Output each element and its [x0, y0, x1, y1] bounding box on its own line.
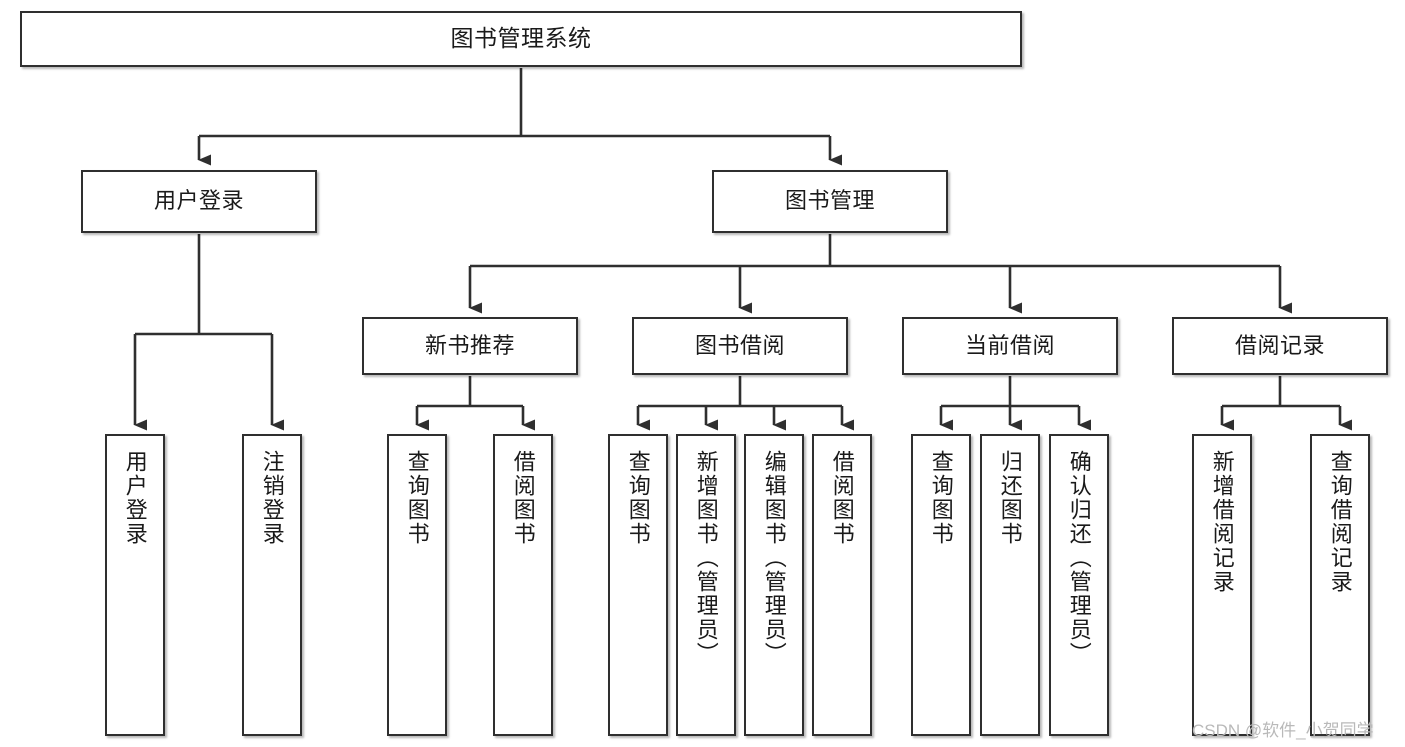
node-new-book-recommend[interactable]: 新书推荐 — [362, 317, 578, 375]
node-label: 新增图书（管理员） — [693, 450, 719, 666]
node-current-borrow[interactable]: 当前借阅 — [902, 317, 1118, 375]
node-root-book-management-system[interactable]: 图书管理系统 — [20, 11, 1022, 67]
csdn-watermark: CSDN @软件_小贺同学 — [1192, 721, 1374, 740]
node-label: 新书推荐 — [424, 332, 515, 358]
node-label: 新增借阅记录 — [1209, 450, 1235, 594]
node-label: 当前借阅 — [964, 332, 1055, 358]
node-label: 借阅记录 — [1234, 332, 1325, 358]
node-book-manage[interactable]: 图书管理 — [712, 170, 948, 233]
node-label: 借阅图书 — [510, 450, 536, 546]
node-leaf-query-book-current[interactable]: 查询图书 — [911, 434, 971, 736]
node-user-login[interactable]: 用户登录 — [81, 170, 317, 233]
node-label: 查询图书 — [928, 450, 954, 546]
node-label: 查询图书 — [625, 450, 651, 546]
node-label: 归还图书 — [997, 450, 1023, 546]
node-leaf-return-book[interactable]: 归还图书 — [980, 434, 1040, 736]
node-label: 查询图书 — [404, 450, 430, 546]
node-leaf-query-book-recommend[interactable]: 查询图书 — [387, 434, 447, 736]
node-leaf-add-book-admin[interactable]: 新增图书（管理员） — [676, 434, 736, 736]
node-leaf-borrow-book[interactable]: 借阅图书 — [812, 434, 872, 736]
node-book-borrow[interactable]: 图书借阅 — [632, 317, 848, 375]
node-label: 确认归还（管理员） — [1066, 450, 1092, 666]
node-label: 注销登录 — [259, 450, 285, 546]
node-borrow-record[interactable]: 借阅记录 — [1172, 317, 1388, 375]
node-label: 图书借阅 — [694, 332, 785, 358]
node-label: 用户登录 — [153, 188, 244, 214]
node-leaf-logout-login[interactable]: 注销登录 — [242, 434, 302, 736]
node-leaf-add-borrow-record[interactable]: 新增借阅记录 — [1192, 434, 1252, 736]
node-leaf-edit-book-admin[interactable]: 编辑图书（管理员） — [744, 434, 804, 736]
node-leaf-query-book-borrow[interactable]: 查询图书 — [608, 434, 668, 736]
node-label: 查询借阅记录 — [1327, 450, 1353, 594]
node-label: 用户登录 — [122, 450, 148, 546]
node-label: 借阅图书 — [829, 450, 855, 546]
node-leaf-query-borrow-record[interactable]: 查询借阅记录 — [1310, 434, 1370, 736]
node-label: 编辑图书（管理员） — [761, 450, 787, 666]
node-label: 图书管理系统 — [450, 25, 592, 52]
node-leaf-confirm-return-admin[interactable]: 确认归还（管理员） — [1049, 434, 1109, 736]
node-leaf-user-login[interactable]: 用户登录 — [105, 434, 165, 736]
node-label: 图书管理 — [784, 188, 875, 214]
node-leaf-borrow-book-recommend[interactable]: 借阅图书 — [493, 434, 553, 736]
